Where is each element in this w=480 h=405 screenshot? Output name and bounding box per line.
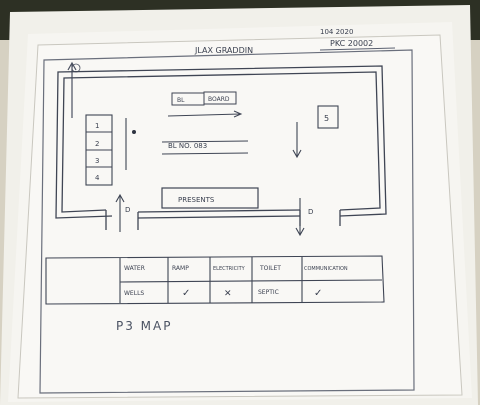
door-left-arrow-head	[115, 193, 125, 203]
desk-column	[85, 114, 127, 186]
arrow-right-down-head	[292, 149, 302, 159]
cabinet-label: 5	[324, 114, 329, 123]
door-right-label: D	[308, 208, 313, 216]
table-header-electricity: ELECTRICITY	[213, 266, 246, 272]
facilities-table	[45, 255, 385, 305]
desk-label-4: 4	[95, 174, 100, 182]
marker-dot	[132, 130, 136, 134]
header-right-top-text: 104 2020	[320, 28, 353, 36]
header-underline	[319, 47, 396, 51]
board-label-1: BL	[177, 97, 185, 104]
door-right-arrow-head	[295, 227, 305, 237]
bottom-box-label: PRESENTS	[178, 196, 215, 204]
desk-label-2: 2	[95, 140, 99, 148]
map-border	[39, 49, 415, 394]
row-label: BL NO. 083	[168, 142, 207, 150]
desk-label-1: 1	[95, 122, 99, 130]
table-header-communication: COMMUNICATION	[304, 266, 348, 272]
table-header-water: WATER	[124, 265, 145, 272]
north-arrow-head	[67, 61, 77, 71]
header-right-bottom-text: PKC 20002	[330, 39, 373, 48]
row-line-top	[161, 140, 249, 143]
table-cell-communication: ✓	[314, 288, 322, 299]
map-caption: P3 MAP	[116, 319, 172, 333]
table-header-toilet: TOILET	[259, 265, 281, 272]
board: BL BOARD	[167, 91, 243, 118]
header-left-text: JLAX GRADDIN	[194, 46, 253, 55]
table-cell-water: WELLS	[124, 290, 144, 297]
door-left-label: D	[125, 206, 130, 214]
table-header-ramp: RAMP	[172, 265, 189, 272]
cabinet	[317, 105, 339, 129]
board-label-2: BOARD	[208, 96, 230, 103]
table-cell-electricity: ✕	[224, 289, 232, 299]
desk-label-3: 3	[95, 157, 99, 165]
table-cell-toilet: SEPTIC	[258, 289, 279, 296]
bottom-box	[161, 187, 259, 209]
row-line-bottom	[161, 152, 249, 155]
table-cell-ramp: ✓	[182, 288, 190, 299]
